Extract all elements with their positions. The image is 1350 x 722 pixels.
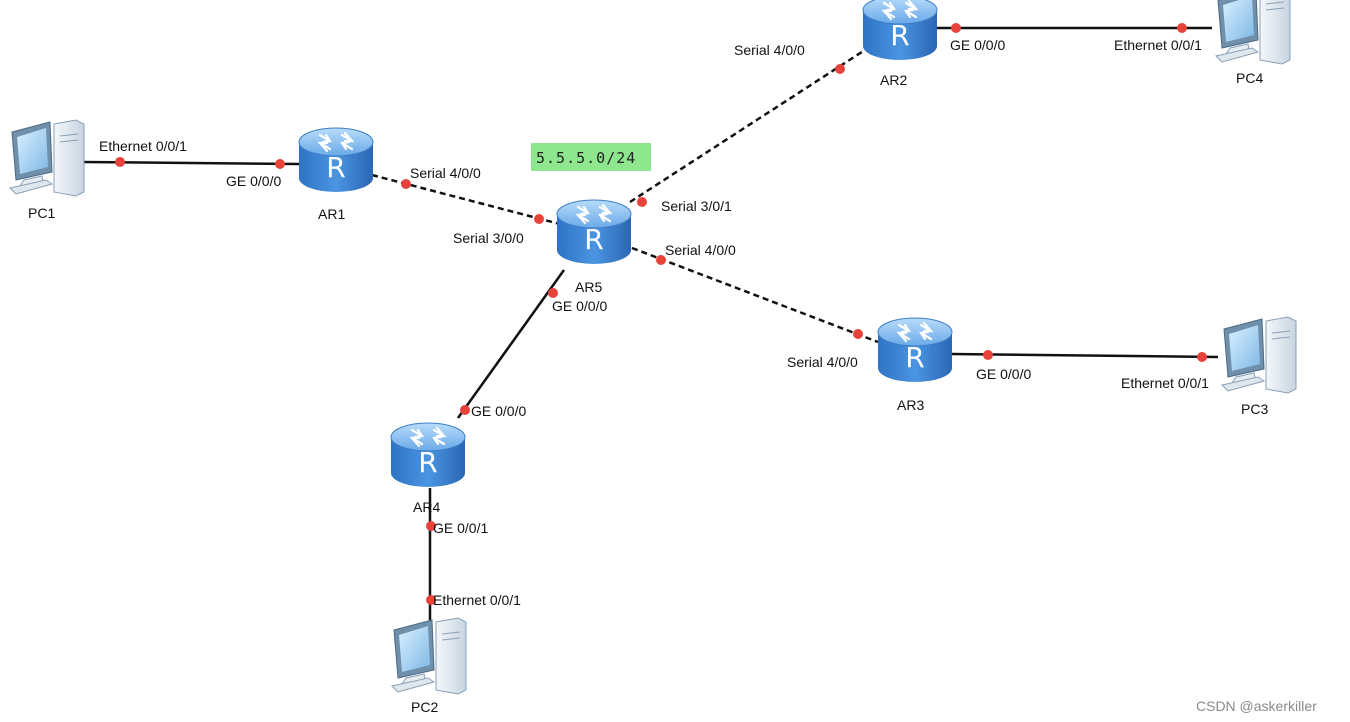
pc-icon [9,119,85,197]
port-label-ar1-ge: GE 0/0/0 [226,173,281,189]
link-pc1-ar1[interactable] [81,160,301,166]
device-label-pc2: PC2 [411,699,438,715]
network-label-bg [531,143,651,171]
port-dot [951,23,961,33]
port-label-ar5-serial40: Serial 4/0/0 [665,242,736,258]
device-label-ar2: AR2 [880,72,907,88]
port-label-ar1-serial: Serial 4/0/0 [410,165,481,181]
router-ar5[interactable] [555,198,633,266]
network-label: 5.5.5.0/24 [531,143,651,171]
pc-pc4[interactable] [1215,0,1291,65]
router-icon [861,0,939,62]
network-label-text: 5.5.5.0/24 [536,149,636,167]
device-label-ar4: AR4 [413,499,440,515]
port-labels: Ethernet 0/0/1 GE 0/0/0 Serial 4/0/0 Ser… [99,37,1209,608]
port-dot [548,288,558,298]
port-dot [637,197,647,207]
port-dot [853,329,863,339]
device-label-pc3: PC3 [1241,401,1268,417]
port-label-pc3-eth: Ethernet 0/0/1 [1121,375,1209,391]
pc-pc2[interactable] [391,617,467,695]
port-dot [426,595,436,605]
port-label-ar4-ge000: GE 0/0/0 [471,403,526,419]
port-label-pc1-eth: Ethernet 0/0/1 [99,138,187,154]
device-label-ar3: AR3 [897,397,924,413]
router-ar2[interactable] [861,0,939,62]
port-label-ar5-ge: GE 0/0/0 [552,298,607,314]
router-icon [389,421,467,489]
link-ar5-ar3[interactable] [631,246,879,344]
port-label-ar2-ge: GE 0/0/0 [950,37,1005,53]
port-dot [1177,23,1187,33]
port-dot [401,179,411,189]
device-label-ar1: AR1 [318,206,345,222]
port-label-ar2-serial: Serial 4/0/0 [734,42,805,58]
router-ar1[interactable] [297,126,375,194]
link-ar5-ar4[interactable] [456,269,566,419]
router-icon [555,198,633,266]
link-ar5-ar2[interactable] [629,46,869,204]
pc-icon [1221,316,1297,394]
port-label-ar3-ge: GE 0/0/0 [976,366,1031,382]
port-dot [460,405,470,415]
pc-icon [1215,0,1291,65]
port-label-pc2-eth: Ethernet 0/0/1 [433,592,521,608]
port-dot [1197,352,1207,362]
port-dots [115,23,1207,605]
router-icon [297,126,375,194]
port-label-ar5-serial31: Serial 3/0/1 [661,198,732,214]
port-label-ar4-ge001: GE 0/0/1 [433,520,488,536]
port-label-pc4-eth: Ethernet 0/0/1 [1114,37,1202,53]
pc-pc3[interactable] [1221,316,1297,394]
router-ar3[interactable] [876,316,954,384]
port-dot [275,159,285,169]
router-icon [876,316,954,384]
port-dot [656,255,666,265]
pc-icon [391,617,467,695]
port-dot [115,157,125,167]
watermark: CSDN @askerkiller [1196,698,1317,714]
router-ar4[interactable] [389,421,467,489]
links-layer [81,26,1219,628]
port-dot [835,64,845,74]
port-dot [426,521,436,531]
pc-pc1[interactable] [9,119,85,197]
port-label-ar5-serial30: Serial 3/0/0 [453,230,524,246]
port-dot [534,214,544,224]
link-ar1-ar5[interactable] [371,173,561,226]
device-label-pc4: PC4 [1236,70,1263,86]
device-labels: PC1 AR1 AR2 PC4 AR5 AR3 PC3 AR4 PC2 [28,70,1268,715]
device-label-pc1: PC1 [28,205,55,221]
port-label-ar3-serial: Serial 4/0/0 [787,354,858,370]
link-ar3-pc3[interactable] [951,352,1219,359]
device-label-ar5: AR5 [575,279,602,295]
port-dot [983,350,993,360]
